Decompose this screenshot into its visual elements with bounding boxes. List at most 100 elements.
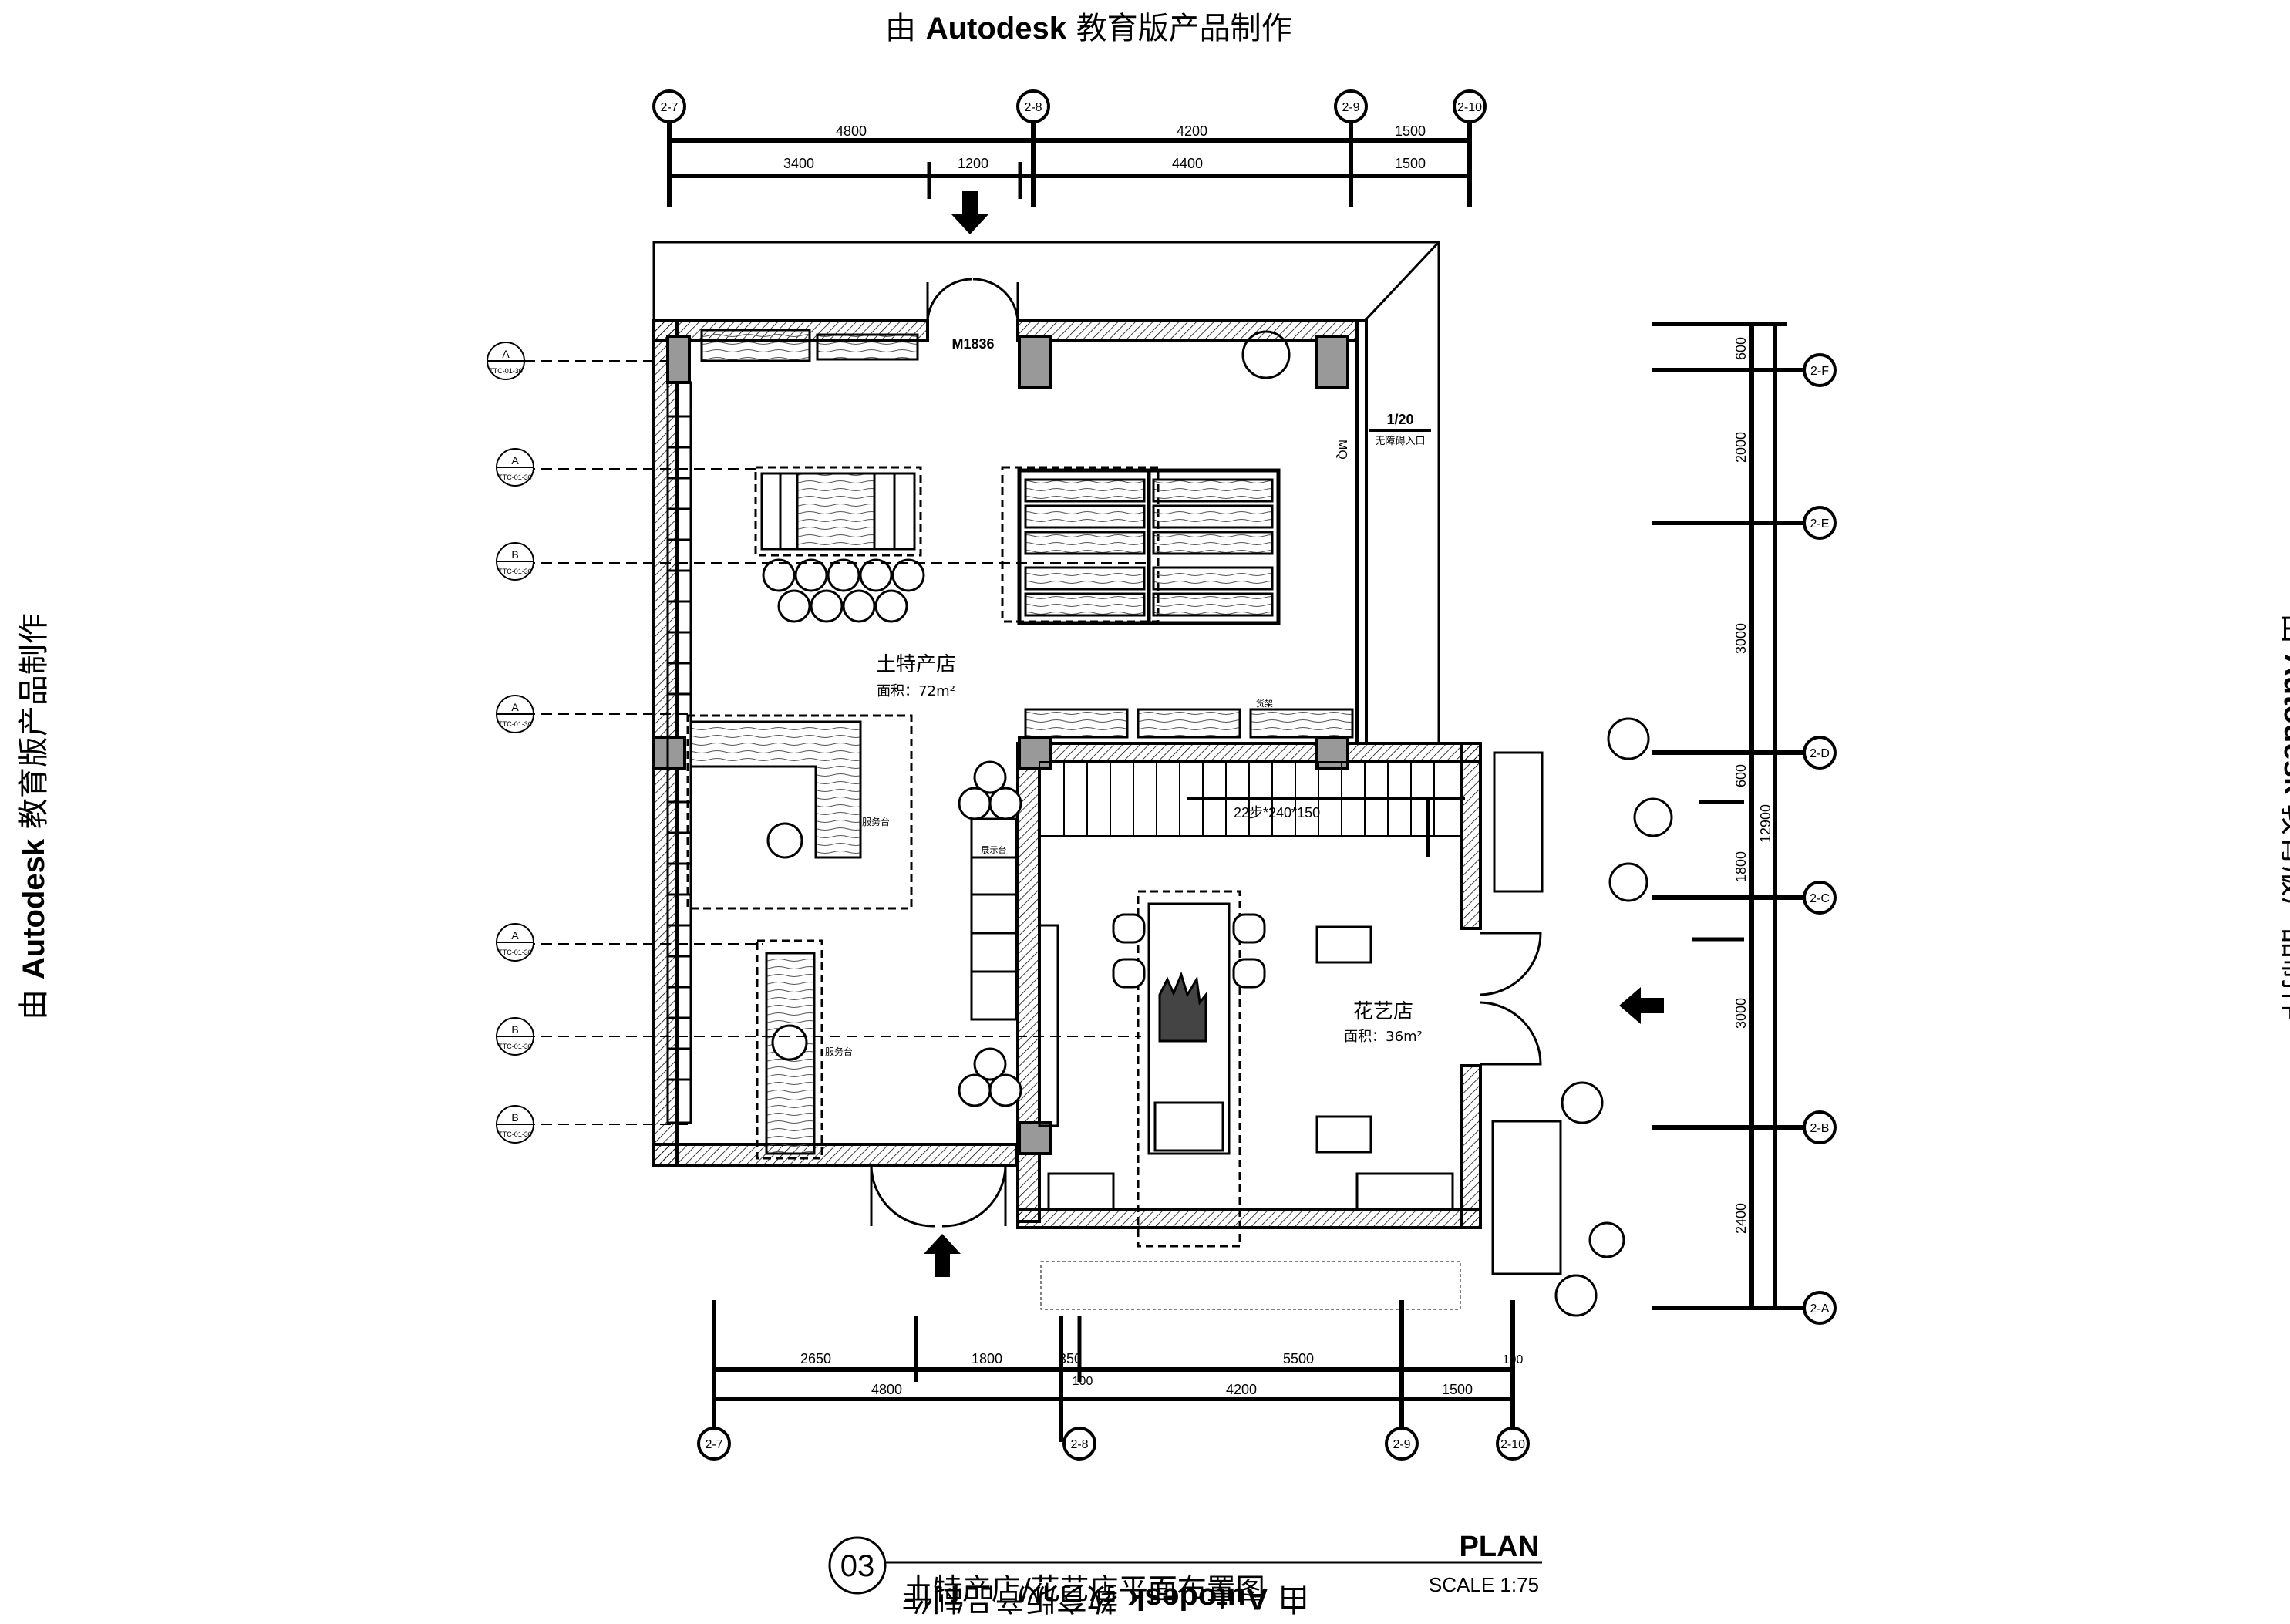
section-mark-bubbles (487, 342, 534, 1144)
room-name-local-specialty: 土特产店 (876, 653, 956, 676)
flower-work-table (1137, 890, 1241, 1248)
top-bubble-label: 2-7 (660, 101, 678, 114)
dim-right-600: 600 (1733, 337, 1749, 360)
watermark-top: 由 Autodesk 教育版产品制作 (885, 11, 1292, 46)
right-bubble-label: 2-F (1810, 365, 1829, 378)
right-dimension-lines (1652, 322, 1813, 1310)
dim-top-1200: 1200 (958, 156, 988, 171)
top-axis-bubbles (652, 89, 1487, 123)
chairs-flower (1112, 913, 1266, 989)
room-area-local-specialty: 面积：72m² (877, 683, 955, 699)
right-bubble-label: 2-C (1810, 892, 1830, 905)
dim-top-1500: 1500 (1395, 123, 1426, 139)
drawing-number: 03 (840, 1549, 875, 1583)
room-area-flower: 面积：36m² (1344, 1029, 1423, 1045)
section-mark-code: TTC-01-30 (489, 367, 523, 375)
walls (652, 319, 1482, 1229)
section-mark-letter: B (511, 1023, 518, 1036)
dim-bottom-1800: 1800 (972, 1351, 1002, 1366)
partition-cabinets (1024, 708, 1354, 739)
flower-stands (1047, 925, 1454, 1211)
top-wall-cabinet (700, 329, 811, 362)
section-mark-letter: A (502, 348, 510, 360)
ramp-ratio: 1/20 (1386, 412, 1413, 427)
section-mark-letter: B (511, 1111, 518, 1124)
dim-bottom-4200: 4200 (1226, 1382, 1257, 1397)
title-block (828, 1536, 1542, 1595)
dim-top-4400: 4400 (1172, 156, 1203, 171)
stools-partition (958, 760, 1022, 1107)
shelf-tag: 货架 (1256, 698, 1273, 709)
shelving-unit-grid (1001, 466, 1281, 625)
section-mark-letter: A (511, 454, 519, 467)
plan-label: PLAN (1460, 1531, 1539, 1563)
bottom-dimension-lines (712, 1300, 1515, 1442)
canopy-outline (652, 241, 1440, 743)
stair-spec: 22步*240*150 (1234, 805, 1320, 820)
dim-right-total: 12900 (1758, 804, 1773, 843)
section-mark-code: TTC-01-30 (498, 473, 532, 481)
dim-top-4800: 4800 (836, 123, 867, 139)
section-mark-code: TTC-01-30 (498, 720, 532, 728)
display-label: 展示台 (982, 844, 1007, 855)
dim-bottom-100: 100 (1503, 1353, 1524, 1366)
bottom-bubble-label: 2-10 (1500, 1438, 1525, 1451)
section-mark-letter: A (511, 701, 519, 713)
dim-bottom-1500: 1500 (1442, 1382, 1473, 1397)
dim-top-4200: 4200 (1177, 123, 1207, 139)
dim-right-1800: 1800 (1733, 851, 1749, 882)
display-table-upper (754, 466, 922, 557)
bottom-axis-bubbles (697, 1427, 1530, 1461)
outdoor-planters (1040, 330, 1673, 1317)
service-counter-2 (756, 939, 823, 1160)
service-counter-1 (686, 714, 913, 910)
top-bubble-label: 2-9 (1342, 101, 1359, 114)
top-bubble-label: 2-10 (1457, 101, 1482, 114)
dim-right-3000b: 3000 (1733, 998, 1749, 1029)
bottom-bubble-label: 2-7 (705, 1438, 722, 1451)
dim-top-3400: 3400 (783, 156, 814, 171)
right-bubble-label: 2-A (1810, 1302, 1830, 1316)
small-display-rack (970, 817, 1059, 1127)
right-axis-bubbles (1803, 353, 1837, 1325)
staircase (1039, 761, 1465, 857)
dim-bottom-4800: 4800 (871, 1382, 902, 1397)
flower-side-door (1480, 932, 1542, 1066)
scale-label: SCALE 1:75 (1429, 1573, 1539, 1596)
dim-right-2400: 2400 (1733, 1203, 1749, 1234)
section-mark-code: TTC-01-30 (498, 1130, 532, 1138)
dim-right-600b: 600 (1733, 764, 1749, 787)
top-bubble-label: 2-8 (1024, 101, 1042, 114)
section-mark-letter: A (511, 929, 519, 942)
room-name-flower: 花艺店 (1353, 1000, 1413, 1023)
right-bubble-label: 2-D (1810, 747, 1830, 760)
stools (762, 558, 925, 623)
door-code: M1836 (951, 336, 994, 352)
entrance-arrow-bottom (924, 1234, 961, 1277)
section-mark-code: TTC-01-30 (498, 568, 532, 575)
section-mark-code: TTC-01-30 (498, 1043, 532, 1050)
main-door-bottom (870, 1165, 1007, 1228)
right-bubble-label: 2-E (1810, 517, 1830, 531)
section-mark-code: TTC-01-30 (498, 948, 532, 956)
bottom-bubble-label: 2-8 (1070, 1438, 1088, 1451)
counter-label-2: 服务台 (825, 1046, 853, 1057)
entrance-arrow-right (1619, 987, 1664, 1024)
dim-bottom-5500: 5500 (1283, 1351, 1314, 1366)
counter-label-1: 服务台 (862, 816, 890, 827)
mq-label: MQ (1335, 440, 1349, 460)
section-mark-letter: B (511, 548, 518, 561)
drawing-title: 土特产店/花艺店平面布置图 (904, 1572, 1265, 1606)
dim-bottom-350: 350 (1059, 1351, 1082, 1366)
dim-bottom-2650: 2650 (800, 1351, 831, 1366)
main-door-top (926, 278, 1019, 322)
ramp-note: 无障碍入口 (1375, 436, 1425, 447)
dim-right-2000: 2000 (1733, 432, 1749, 463)
bottom-bubble-label: 2-9 (1393, 1438, 1410, 1451)
dim-bottom-100-mid: 100 (1073, 1375, 1093, 1388)
entrance-arrow-top (951, 191, 988, 234)
dim-right-3000: 3000 (1733, 623, 1749, 654)
dim-top-1500b: 1500 (1395, 156, 1426, 171)
top-wall-cabinet (816, 333, 919, 361)
